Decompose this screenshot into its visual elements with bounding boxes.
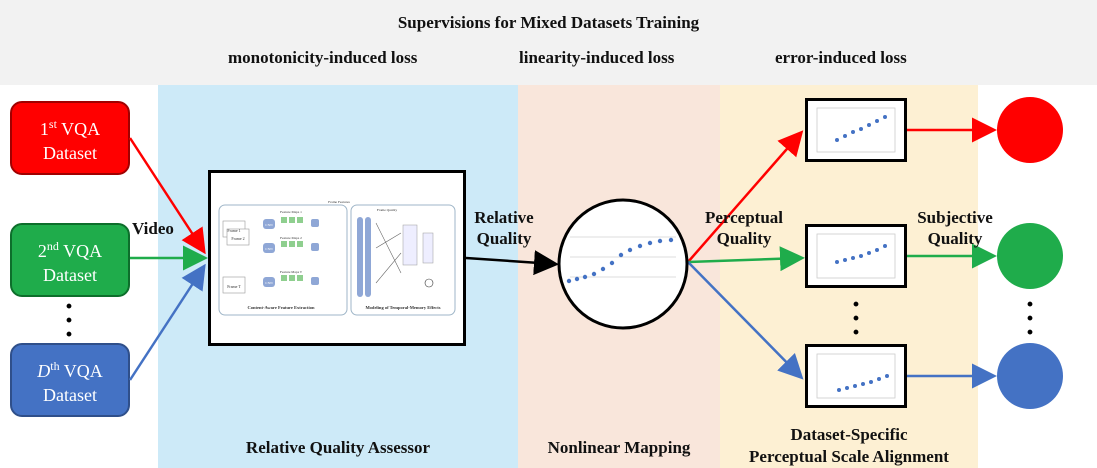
alignment-plot-red — [805, 98, 907, 162]
alignment-plot-green — [805, 224, 907, 288]
dataset-2-box: 2nd VQA Dataset — [10, 223, 130, 297]
assessor-model-box: Frame 1 Frame 2 Frame T CNN CNN CNN Feat… — [208, 170, 466, 346]
datasets-ellipsis: ··· — [64, 290, 75, 351]
blue-mapping-arrow — [687, 261, 804, 380]
dataset-d-word: Dataset — [43, 384, 97, 405]
dataset-1-suffix: st — [48, 116, 57, 131]
assessor-section-left: Content-Aware Feature Extraction — [248, 305, 315, 310]
perceptual-quality-line-1: Perceptual — [704, 208, 784, 227]
green-mapping-arrow — [687, 246, 805, 272]
assessor-frame-t-label: Frame T — [227, 284, 241, 289]
dataset-d-box: Dth VQA Dataset — [10, 343, 130, 417]
assessor-feature-maps-1: Feature Maps 1 — [280, 210, 302, 214]
relative-quality-label: Relative Quality — [472, 207, 536, 249]
dataset-2-vqa: VQA — [58, 240, 103, 261]
perceptual-quality-line-2: Quality — [716, 229, 772, 248]
assessor-cnn-label-3: CNN — [265, 281, 273, 285]
red-mapping-arrow — [687, 130, 804, 263]
dataset-2-word: Dataset — [43, 264, 97, 285]
alignment-title-line-2: Perceptual Scale Alignment — [749, 447, 949, 466]
assessor-frame-quality-label: Frame Quality — [377, 208, 398, 212]
assessor-feature-maps-t: Feature Maps T — [280, 270, 303, 274]
alignment-title: Dataset-Specific Perceptual Scale Alignm… — [720, 424, 978, 468]
nonlinear-mapping-circle — [557, 198, 689, 330]
dataset-1-vqa: VQA — [56, 118, 101, 139]
alignment-title-line-1: Dataset-Specific — [790, 425, 908, 444]
output-circle-green — [997, 223, 1063, 289]
assessor-frame-features-label: Frame Features — [328, 200, 350, 204]
output-ellipsis: ··· — [1025, 288, 1036, 349]
assessor-feature-maps-2: Feature Maps 2 — [280, 236, 302, 240]
dataset-1-box: 1st VQA Dataset — [10, 101, 130, 175]
subjective-quality-line-2: Quality — [927, 229, 983, 248]
header-strip — [0, 0, 1097, 85]
dataset-1-word: Dataset — [43, 142, 97, 163]
red-input-arrow — [128, 137, 206, 255]
dataset-d-suffix: th — [50, 358, 60, 373]
relative-quality-line-1: Relative — [474, 208, 534, 227]
relative-quality-line-2: Quality — [476, 229, 532, 248]
subjective-quality-line-1: Subjective — [917, 208, 993, 227]
dataset-d-vqa: VQA — [59, 360, 103, 381]
assessor-title: Relative Quality Assessor — [245, 438, 431, 457]
video-label: Video — [132, 219, 174, 238]
monotonicity-loss-label: monotonicity-induced loss — [228, 48, 418, 67]
alignment-ellipsis: ··· — [851, 288, 862, 349]
linearity-loss-label: linearity-induced loss — [519, 48, 675, 67]
assessor-frame-2-label: Frame 2 — [231, 236, 244, 241]
diagram-title: Supervisions for Mixed Datasets Training — [397, 13, 700, 32]
assessor-section-right: Modeling of Temporal-Memory Effects — [365, 305, 440, 310]
blue-input-arrow — [128, 263, 206, 381]
dataset-d-index: D — [37, 360, 51, 381]
assessor-cnn-label-2: CNN — [265, 247, 273, 251]
assessor-frame-1-label: Frame 1 — [227, 228, 240, 233]
perceptual-quality-label: Perceptual Quality — [692, 207, 796, 249]
assessor-architecture-figure: Frame 1 Frame 2 Frame T CNN CNN CNN Feat… — [218, 200, 456, 316]
output-circle-blue — [997, 343, 1063, 409]
output-circle-red — [997, 97, 1063, 163]
assessor-cnn-label: CNN — [265, 223, 273, 227]
mapping-title: Nonlinear Mapping — [547, 438, 691, 457]
subjective-quality-label: Subjective Quality — [905, 207, 1005, 249]
relative-quality-arrow — [465, 250, 559, 276]
error-loss-label: error-induced loss — [775, 48, 907, 67]
alignment-plot-blue — [805, 344, 907, 408]
dataset-1-index: 1 — [39, 118, 49, 139]
dataset-2-suffix: nd — [46, 238, 59, 253]
dataset-2-index: 2 — [37, 240, 47, 261]
